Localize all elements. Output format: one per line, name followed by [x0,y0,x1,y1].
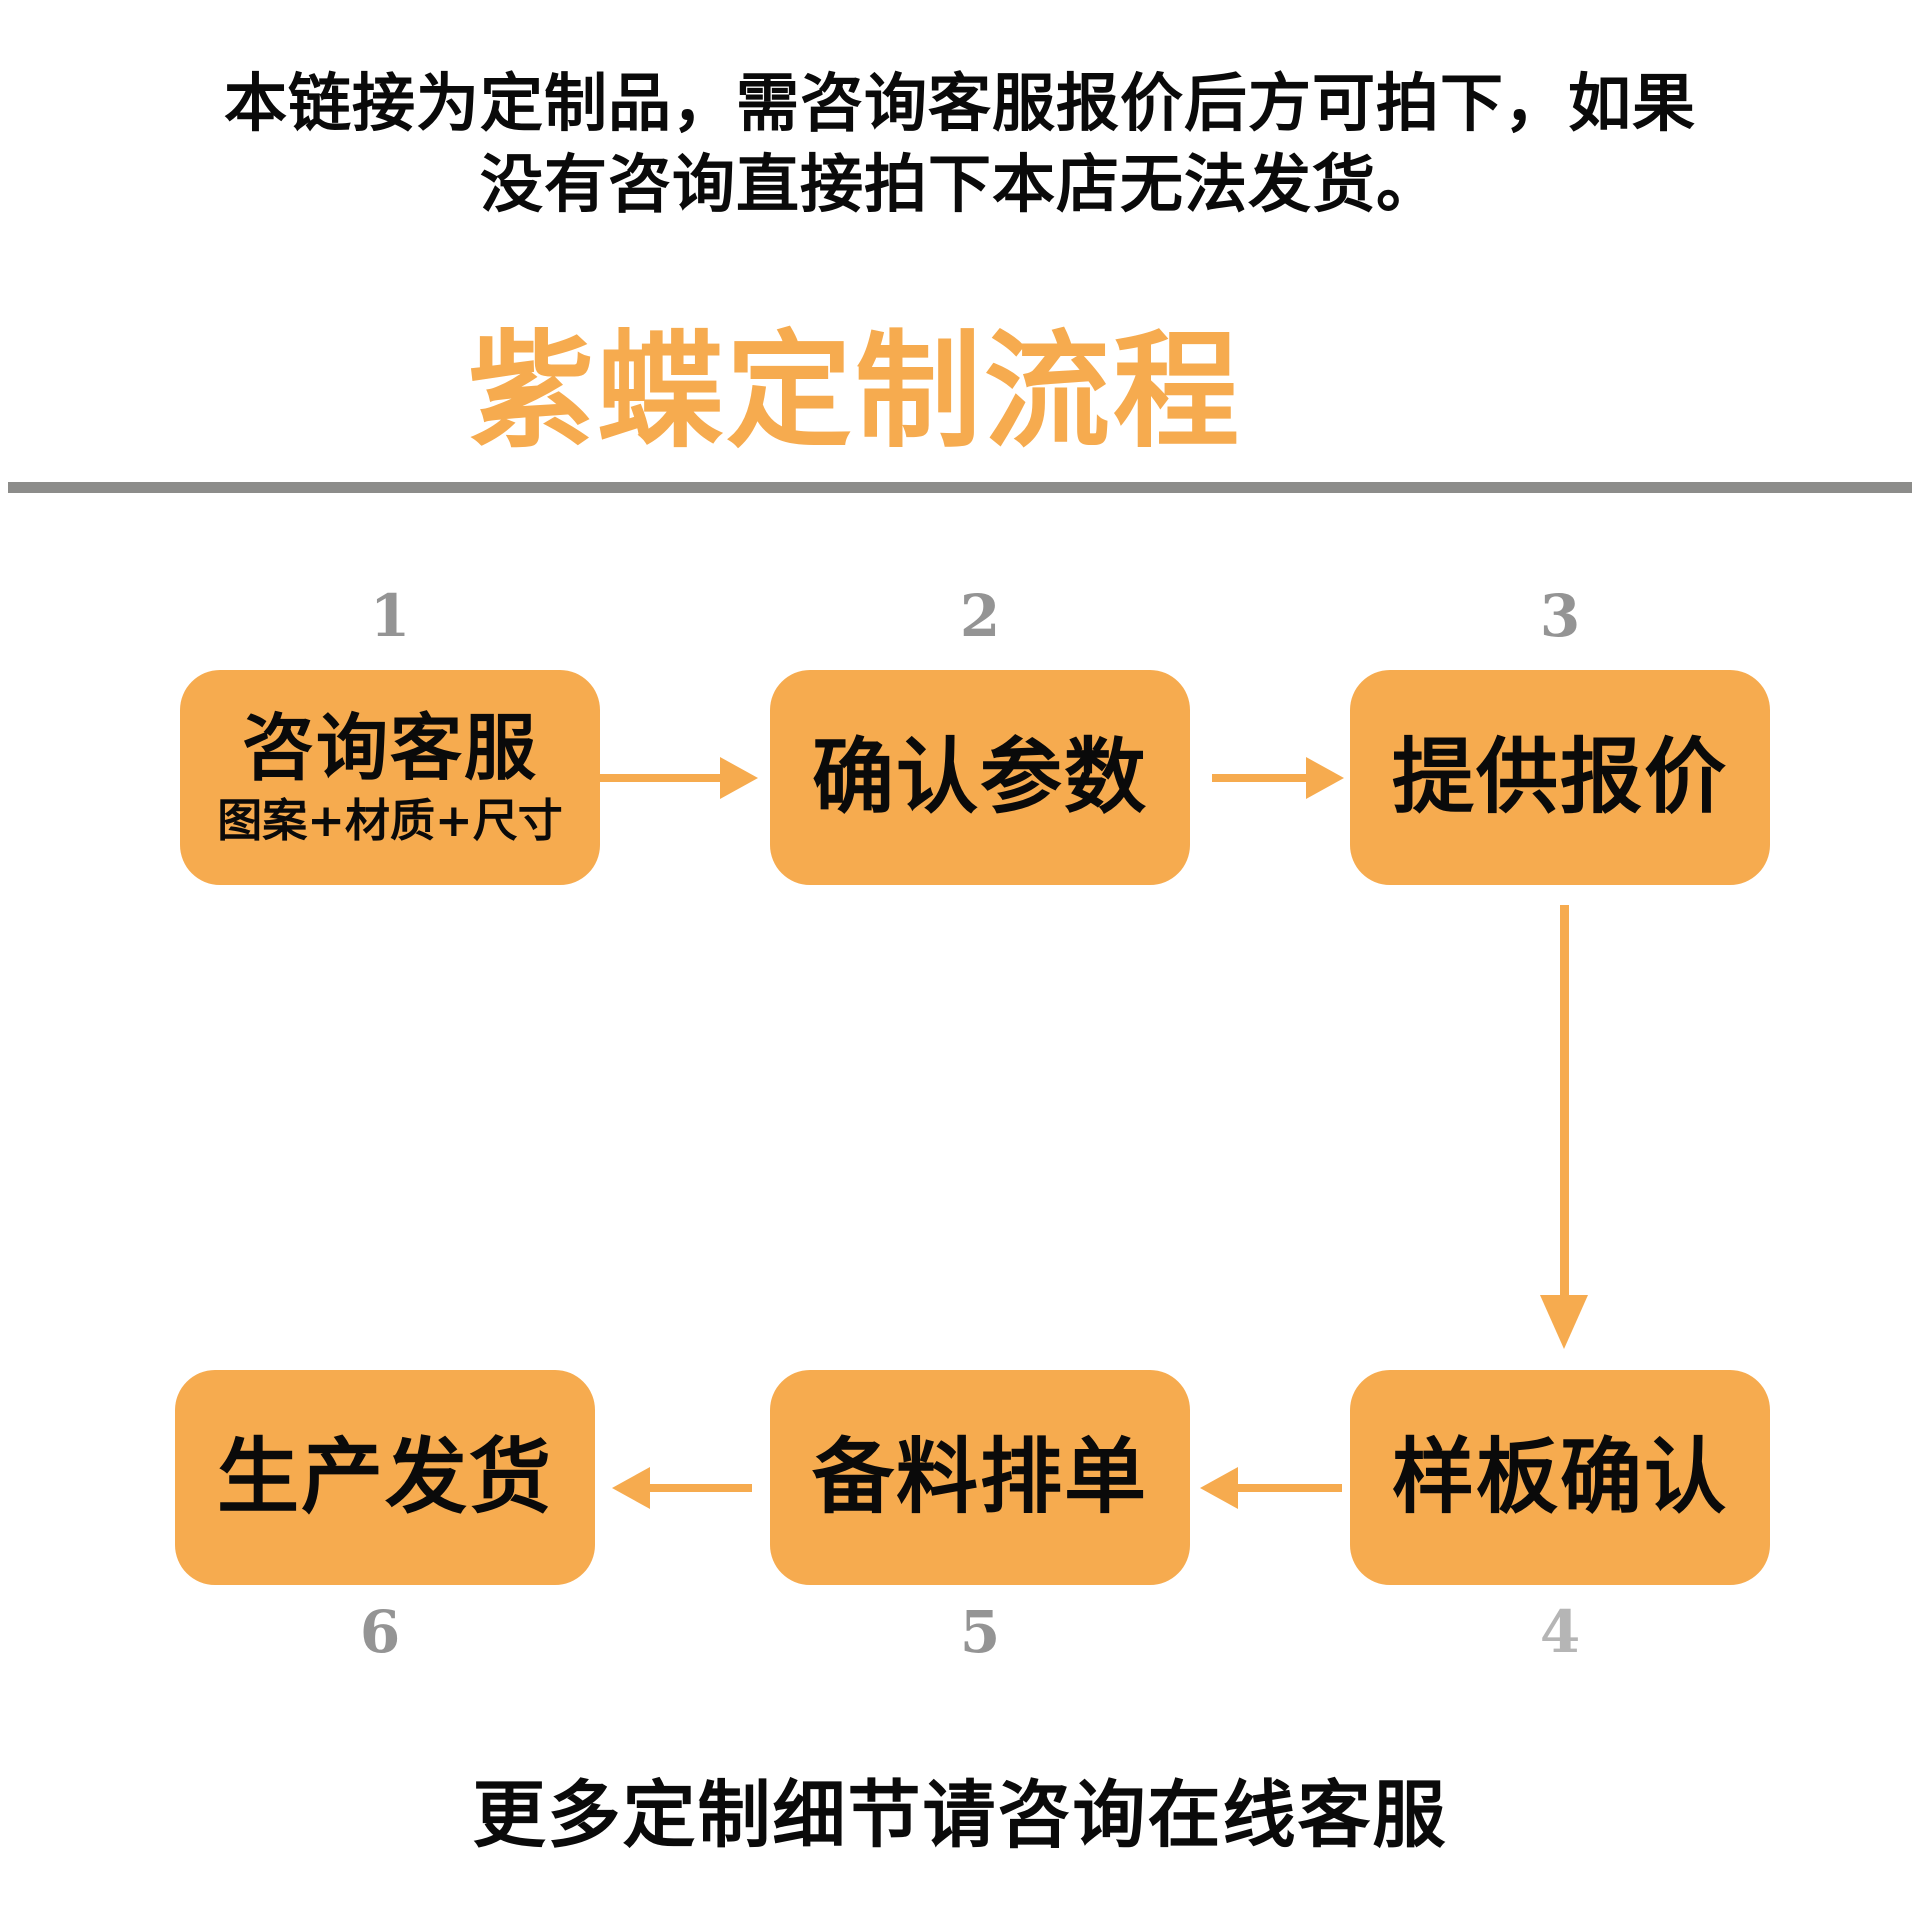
footer-note: 更多定制细节请咨询在线客服 [472,1773,1448,1858]
top-notice-line-2: 没有咨询直接拍下本店无法发货。 [480,147,1440,221]
step-label: 样板确认 [1391,1429,1728,1525]
step-label: 备料排单 [811,1429,1148,1525]
arrow-line [1236,1484,1342,1492]
arrow-line [1212,774,1310,782]
step-box-consult-service: 咨询客服 图案+材质+尺寸 [180,670,600,885]
step-label: 咨询客服 [241,706,538,790]
connector-arrow-1-2 [600,757,758,799]
arrow-right-icon [720,757,758,799]
divider-line [8,482,1912,493]
step-box-production-shipping: 生产发货 [175,1370,595,1585]
step-label: 提供报价 [1391,729,1728,825]
top-notice: 本链接为定制品，需咨询客服报价后方可拍下，如果 没有咨询直接拍下本店无法发货。 [0,64,1920,225]
step-number-4: 4 [1539,1598,1581,1666]
step-box-confirm-parameters: 确认参数 [770,670,1190,885]
arrow-line [600,774,724,782]
arrow-right-icon [1306,757,1344,799]
step-box-material-scheduling: 备料排单 [770,1370,1190,1585]
arrow-down-icon [1540,1295,1588,1349]
step-number-5: 5 [959,1598,1001,1666]
arrow-line [1560,905,1569,1297]
step-label: 生产发货 [216,1429,553,1525]
arrow-line [648,1484,752,1492]
step-sublabel: 图案+材质+尺寸 [217,794,563,847]
step-box-sample-confirmation: 样板确认 [1350,1370,1770,1585]
top-notice-line-1: 本链接为定制品，需咨询客服报价后方可拍下，如果 [224,67,1696,140]
connector-arrow-3-4 [1540,905,1588,1349]
step-number-2: 2 [959,582,1001,650]
step-number-1: 1 [369,582,411,650]
step-number-6: 6 [359,1598,401,1666]
arrow-left-icon [612,1467,650,1509]
connector-arrow-2-3 [1212,757,1344,799]
connector-arrow-5-6 [612,1467,754,1509]
step-label: 确认参数 [811,729,1148,825]
page-title: 紫蝶定制流程 [468,318,1242,465]
connector-arrow-4-5 [1200,1467,1342,1509]
arrow-left-icon [1200,1467,1238,1509]
step-box-provide-quote: 提供报价 [1350,670,1770,885]
step-number-3: 3 [1539,582,1581,650]
